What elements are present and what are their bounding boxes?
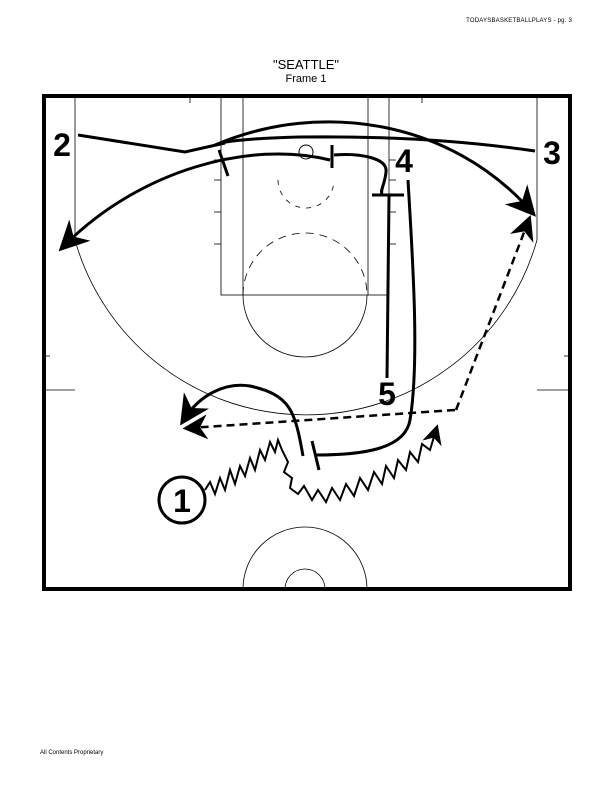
pass-line-right (454, 214, 534, 411)
player-4-hook (333, 153, 388, 195)
player-5-post-line (385, 195, 391, 379)
pass-line-left (182, 408, 456, 440)
restricted-arc (277, 179, 335, 209)
play-title: "SEATTLE" (272, 57, 340, 72)
basket-rim (298, 144, 314, 160)
three-point-line (74, 96, 538, 416)
player-4-label: 4 (395, 143, 413, 179)
player-3-label: 3 (543, 135, 561, 171)
frame-label: Frame 1 (285, 73, 327, 85)
player-1-label: 1 (173, 483, 191, 519)
player-5-label: 5 (378, 376, 396, 412)
screen-bar-2 (217, 149, 230, 177)
side-hash-marks (44, 96, 570, 391)
dribble-path-1 (204, 424, 442, 505)
page-footer: All Contents Proprietary (40, 750, 104, 756)
center-circle (242, 526, 368, 590)
player-cut-right (214, 120, 536, 217)
player-curl-left (180, 383, 305, 457)
screen-bar-mid (310, 440, 321, 471)
page-header: TODAYSBASKETBALLPLAYS - pg. 3 (466, 18, 572, 24)
player-3-cut-left (58, 152, 331, 252)
court-boundary (42, 94, 572, 591)
player-3-path (219, 135, 536, 153)
player-4-cut (315, 179, 417, 457)
free-throw-circle (242, 232, 368, 358)
player-2-label: 2 (53, 127, 71, 163)
player-2-screen-path (77, 133, 226, 154)
player-1-circle (157, 475, 207, 525)
